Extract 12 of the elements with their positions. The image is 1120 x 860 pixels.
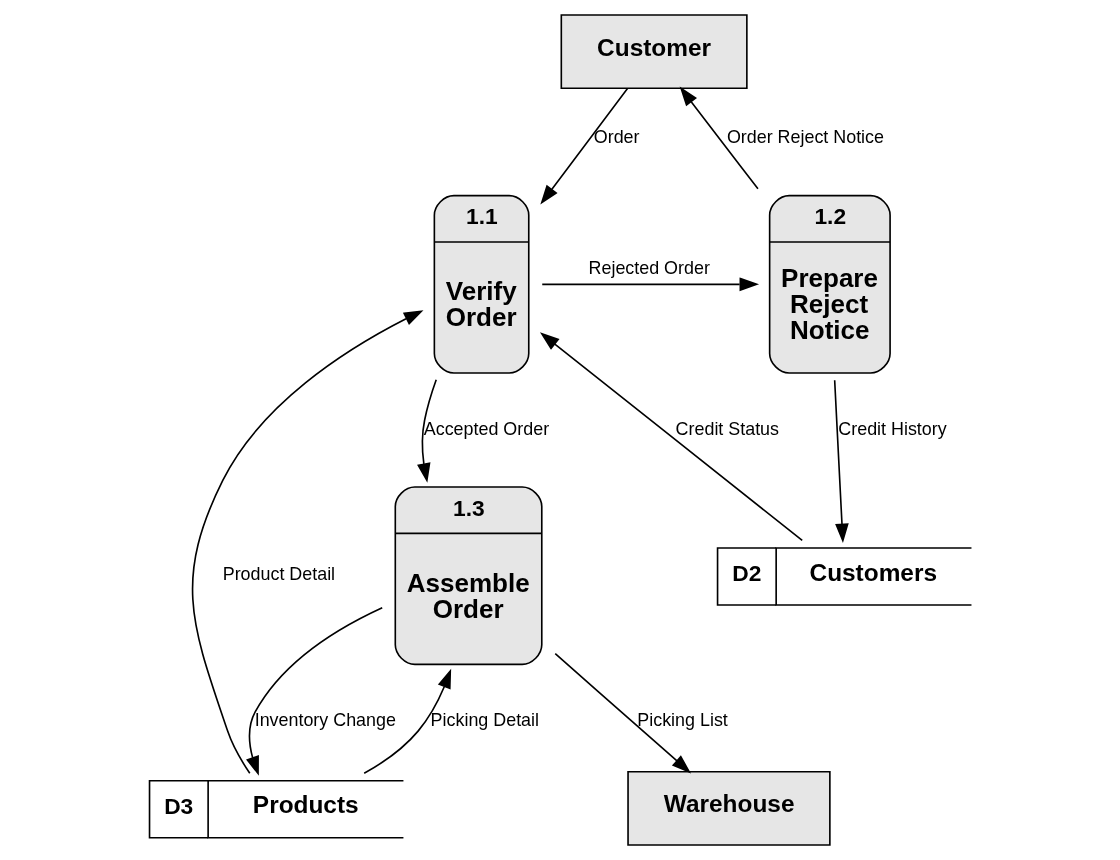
edge-label: Picking List — [636, 709, 728, 730]
edge-label: Order Reject Notice — [726, 127, 884, 148]
edge-label: Picking Detail — [430, 709, 539, 730]
edge-label: Rejected Order — [588, 258, 710, 279]
node-text: D3 Products — [163, 791, 359, 819]
edge-label: Credit History — [837, 418, 947, 439]
node-text: D2 Customers — [731, 558, 937, 586]
edge-label: Inventory Change — [254, 709, 396, 730]
edge-label: Product Detail — [222, 564, 335, 585]
edge-label: Accepted Order — [423, 418, 549, 439]
edge-label: Credit Status — [675, 418, 779, 439]
edge-label: Order — [593, 127, 640, 148]
